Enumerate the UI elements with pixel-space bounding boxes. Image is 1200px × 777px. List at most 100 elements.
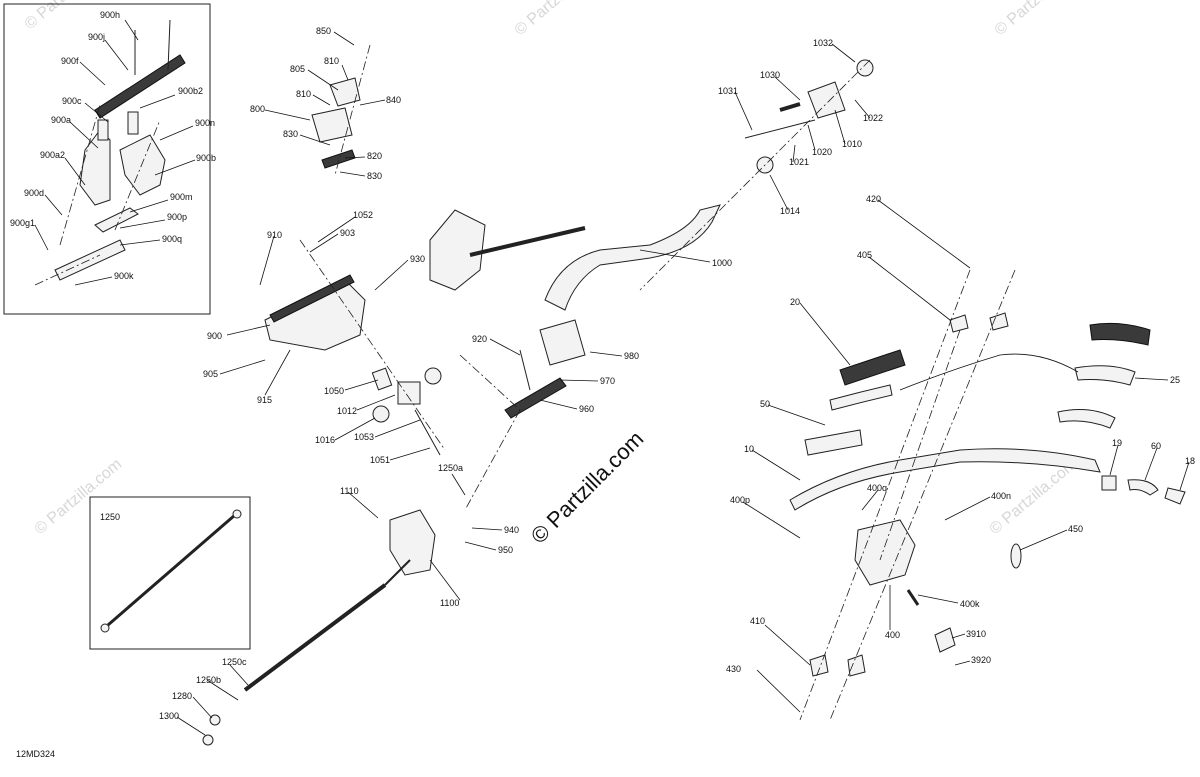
label-905: 905 [203,369,218,379]
label-450: 450 [1068,524,1083,534]
label-20: 20 [790,297,800,307]
part-405-cap-b [989,312,1009,331]
label-820: 820 [367,151,382,161]
part-3910-clip [934,627,956,653]
part-900b-bracket [119,134,166,196]
part-20-grip [839,349,906,386]
label-900n: 900n [195,118,215,128]
label-910: 910 [267,230,282,240]
label-900q: 900q [162,234,182,244]
part-820-link [321,149,356,169]
part-1032-ring [856,59,874,77]
part-930-cover [429,209,486,291]
label-950: 950 [498,545,513,555]
label-1280: 1280 [172,691,192,701]
part-20-grip-right [1089,322,1151,346]
link-960-parts [459,349,567,511]
label-920: 920 [472,334,487,344]
label-960: 960 [579,404,594,414]
label-1053: 1053 [354,432,374,442]
label-900k: 900k [114,271,134,281]
label-900f: 900f [61,56,79,66]
label-900j: 900j [88,32,105,42]
label-900b: 900b [196,153,216,163]
label-830-bottom: 830 [367,171,382,181]
part-900k-plate [54,239,126,281]
part-805-bracket [329,77,361,107]
label-1016: 1016 [315,435,335,445]
label-900p: 900p [167,212,187,222]
part-405-cap [949,314,969,333]
inset-frame-900 [3,3,211,315]
label-1031: 1031 [718,86,738,96]
label-830-top: 830 [283,129,298,139]
label-805: 805 [290,64,305,74]
part-400-clamp [854,519,916,586]
label-405: 405 [857,250,872,260]
handlebar-parts [789,269,1186,721]
label-400k: 400k [960,599,980,609]
leader-lines [34,19,1190,736]
part-1016-ring-top [424,367,442,385]
label-1032: 1032 [813,38,833,48]
part-1000-base [539,319,586,366]
part-900f-strip [94,54,186,119]
label-1051: 1051 [370,455,390,465]
label-400n: 400n [991,491,1011,501]
label-1250c: 1250c [222,657,247,667]
part-900a-bracket [79,129,111,206]
part-1010-clamp [807,81,846,119]
label-25: 25 [1170,375,1180,385]
label-930: 930 [410,254,425,264]
watermark-top-center: © Partzilla.com [512,0,606,39]
part-1300-nut [202,734,214,746]
label-1021: 1021 [789,157,809,167]
part-410-cap-b [847,654,866,677]
label-800: 800 [250,104,265,114]
inset-900-parts [34,19,186,286]
inset-label-1250: 1250 [100,512,120,522]
label-1052: 1052 [353,210,373,220]
label-810-mid: 810 [296,89,311,99]
part-960-link [504,377,567,419]
inset-frame-1250 [89,496,251,650]
label-50: 50 [760,399,770,409]
part-800-switch [311,107,353,143]
label-940: 940 [504,525,519,535]
part-25-element [1057,409,1116,429]
watermark-top-right: © Partzilla.com [992,0,1086,39]
part-60-end [1127,479,1159,496]
part-25-heater [1074,365,1136,386]
label-900g1: 900g1 [10,218,35,228]
part-450-washer [1010,543,1022,569]
label-1250a: 1250a [438,463,463,473]
label-3920: 3920 [971,655,991,665]
label-900a: 900a [51,115,71,125]
label-1020: 1020 [812,147,832,157]
label-19: 19 [1112,438,1122,448]
part-900m-link [94,207,139,233]
label-1030: 1030 [760,70,780,80]
label-420: 420 [866,194,881,204]
label-903: 903 [340,228,355,238]
part-50-cover [804,429,863,456]
label-900d: 900d [24,188,44,198]
label-400p: 400p [730,495,750,505]
part-1000-column [544,204,721,311]
part-1050-sleeve [371,367,393,391]
label-1000: 1000 [712,258,732,268]
label-1100: 1100 [440,598,459,608]
part-19-spacer [1101,475,1117,491]
label-915: 915 [257,395,272,405]
watermark-center: © Partzilla.com [526,426,649,549]
callout-labels: 900h 900j 900f 900c 900b2 900a 900n 900a… [10,10,1195,721]
part-1016-ring [372,405,390,423]
label-900m: 900m [170,192,193,202]
label-60: 60 [1151,441,1161,451]
label-810-top: 810 [324,56,339,66]
label-1300: 1300 [159,711,179,721]
part-900b2-spacer [127,111,139,135]
label-980: 980 [624,351,639,361]
label-900h: 900h [100,10,120,20]
